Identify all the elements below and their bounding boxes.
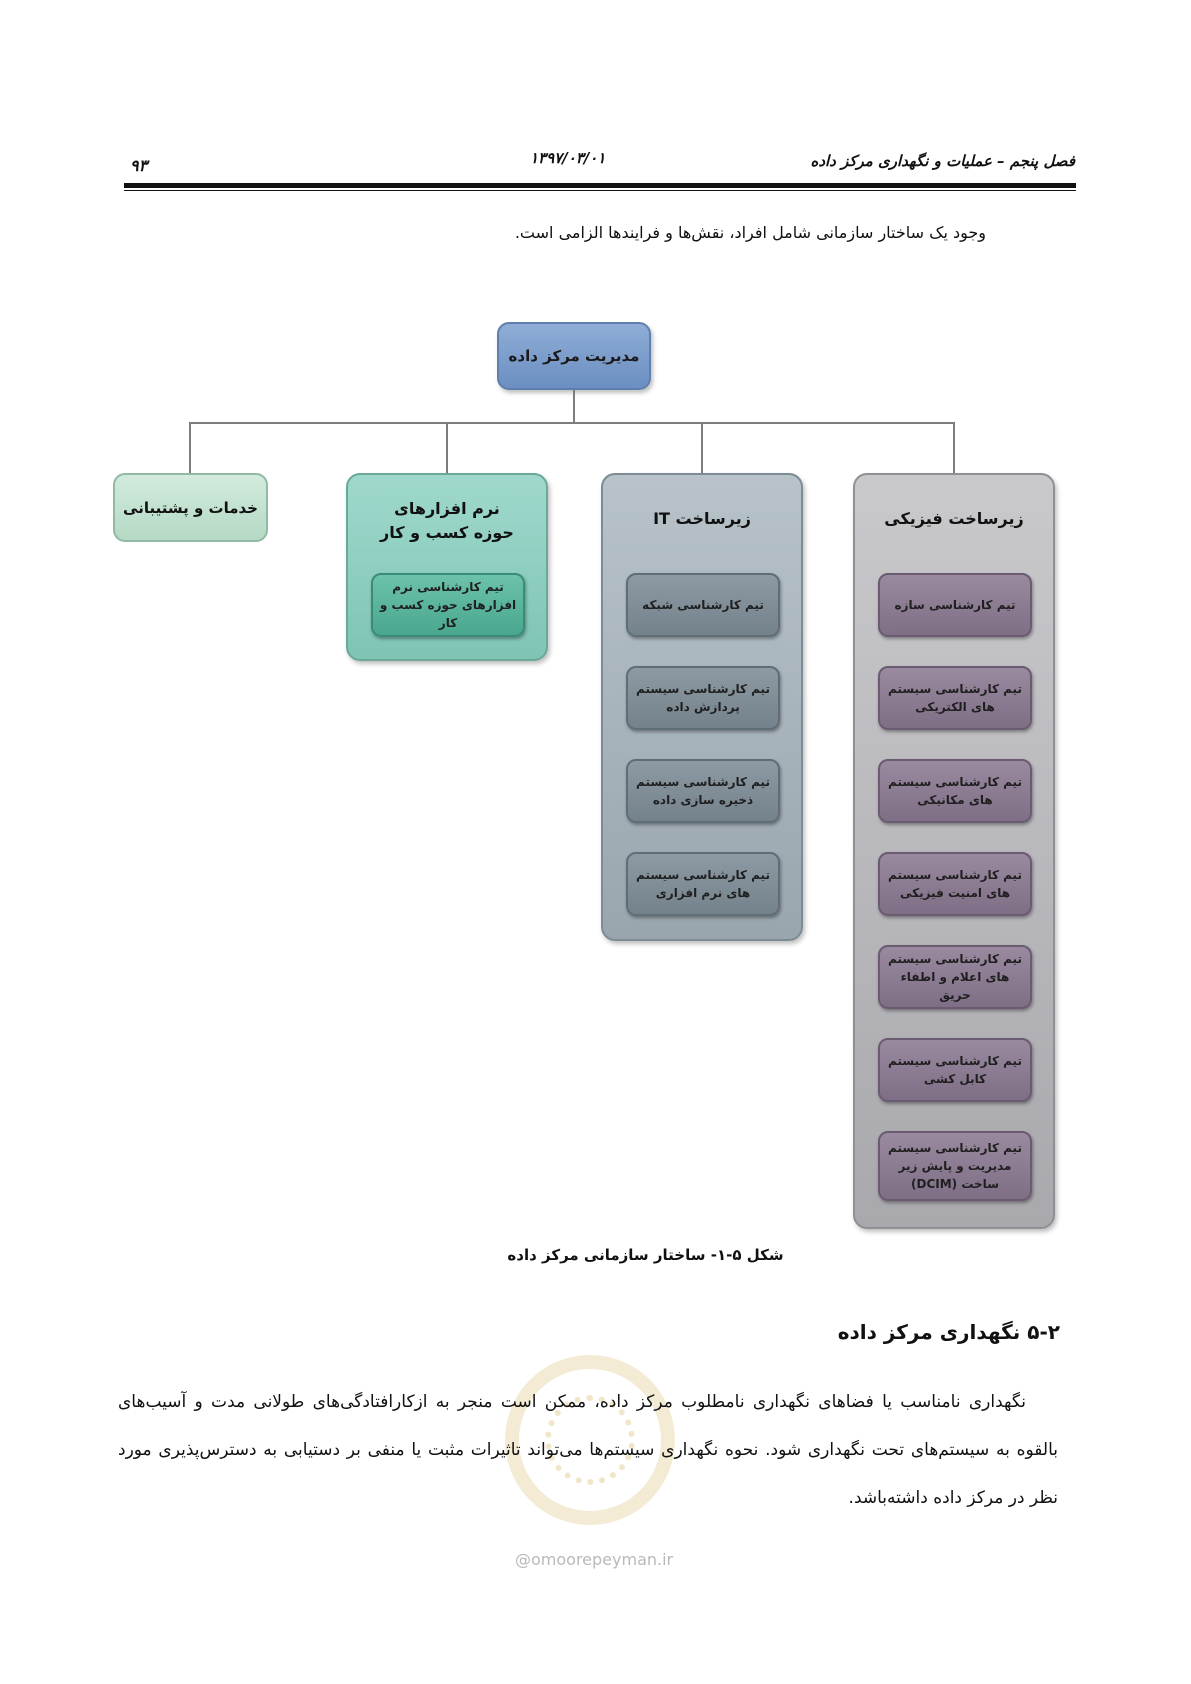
watermark-text: @omoorepeyman.ir [515, 1550, 674, 1569]
header-rule-thin [124, 190, 1076, 191]
connector-it [701, 422, 703, 473]
intro-text: وجود یک ساختار سازمانی شامل افراد، نقش‌ه… [514, 223, 986, 242]
business-software-title: نرم افزارهای حوزه کسب و کار [380, 499, 514, 542]
team-data-storage: تیم کارشناسی سیستم ذخیره سازی داده [626, 759, 780, 823]
physical-infrastructure-title: زیرساخت فیزیکی [884, 509, 1024, 528]
org-root-box: مدیریت مرکز داده [497, 322, 651, 390]
team-data-processing: تیم کارشناسی سیستم پردازش داده [626, 666, 780, 730]
figure-caption: شکل ۵-۱- ساختار سازمانی مرکز داده [507, 1246, 784, 1264]
connector-services [189, 422, 191, 473]
team-structure: تیم کارشناسی سازه [878, 573, 1032, 637]
section-title: ۵-۲ نگهداری مرکز داده [837, 1320, 1060, 1344]
team-mechanical: تیم کارشناسی سیستم های مکانیکی [878, 759, 1032, 823]
business-software-column: نرم افزارهای حوزه کسب و کار تیم کارشناسی… [346, 473, 548, 661]
physical-infrastructure-column: زیرساخت فیزیکی تیم کارشناسی سازه تیم کار… [853, 473, 1055, 1229]
page-number: ۹۳ [130, 156, 148, 175]
header-date: ۱۳۹۷/۰۳/۰۱ [530, 149, 606, 167]
team-cabling: تیم کارشناسی سیستم کابل کشی [878, 1038, 1032, 1102]
connector-root [573, 390, 575, 423]
team-dcim: تیم کارشناسی سیستم مدیریت و پایش زیر ساخ… [878, 1131, 1032, 1201]
it-infrastructure-title: زیرساخت IT [653, 509, 751, 528]
team-network: تیم کارشناسی شبکه [626, 573, 780, 637]
header-rule [124, 183, 1076, 188]
chapter-title: فصل پنجم – عملیات و نگهداری مرکز داده [810, 152, 1075, 170]
connector-software [446, 422, 448, 473]
team-physical-security: تیم کارشناسی سیستم های امنیت فیزیکی [878, 852, 1032, 916]
connector-physical [953, 422, 955, 473]
team-electrical: تیم کارشناسی سیستم های الکتریکی [878, 666, 1032, 730]
watermark-seal-inner [545, 1395, 635, 1485]
section-paragraph: نگهداری نامناسب یا فضاهای نگهداری نامطلو… [118, 1392, 1058, 1508]
connector-horizontal [189, 422, 954, 424]
team-business-software: تیم کارشناسی نرم افزارهای حوزه کسب و کار [371, 573, 525, 637]
team-fire-alarm: تیم کارشناسی سیستم های اعلام و اطفاء حری… [878, 945, 1032, 1009]
it-infrastructure-column: زیرساخت IT تیم کارشناسی شبکه تیم کارشناس… [601, 473, 803, 941]
services-support-box: خدمات و پشتیبانی [113, 473, 268, 542]
team-software-systems: تیم کارشناسی سیستم های نرم افزاری [626, 852, 780, 916]
